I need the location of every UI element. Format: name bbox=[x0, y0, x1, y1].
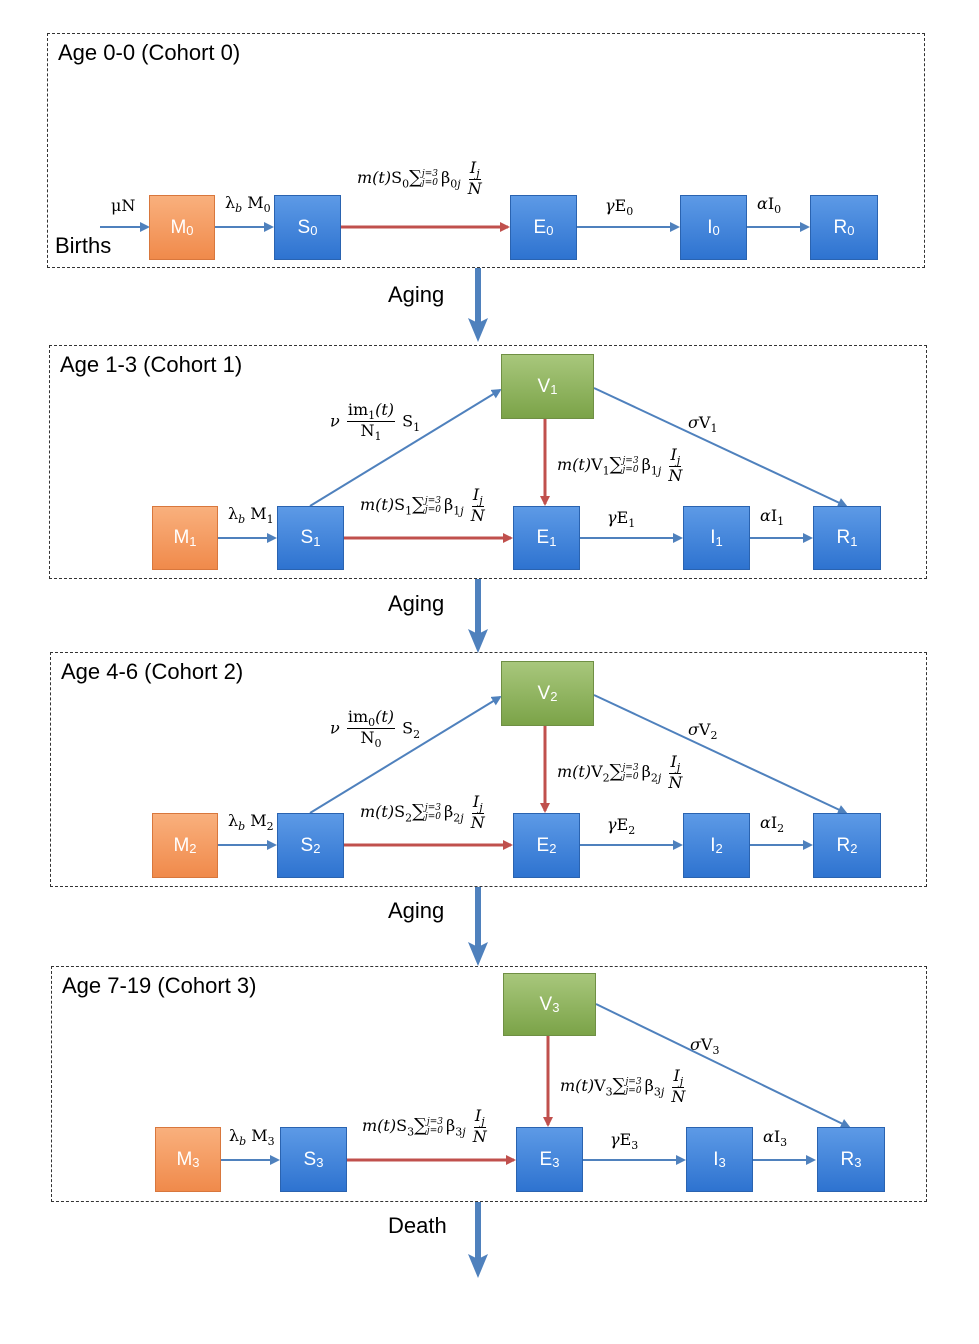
cohort-0-title: Age 0-0 (Cohort 0) bbox=[58, 40, 241, 65]
cohort-1-box: Age 1-3 (Cohort 1) bbox=[49, 345, 927, 579]
cohort-3-title: Age 7-19 (Cohort 3) bbox=[62, 973, 257, 998]
label-m2-s2: λb M2 bbox=[228, 811, 274, 834]
label-e0-i0: γE0 bbox=[605, 196, 634, 219]
label-m1-s1: λb M1 bbox=[228, 504, 274, 527]
arrow-v1-r1 bbox=[593, 387, 848, 508]
arrow-s2-v2 bbox=[309, 695, 502, 814]
label-s1-v1: ν im1(t)N1 S1 bbox=[330, 400, 421, 444]
cohort-2-title: Age 4-6 (Cohort 2) bbox=[61, 659, 244, 684]
aging-label-2: Aging bbox=[388, 591, 445, 616]
death-label: Death bbox=[388, 1213, 447, 1238]
label-v3-r3: σV3 bbox=[690, 1035, 720, 1058]
cohort-1-title: Age 1-3 (Cohort 1) bbox=[60, 352, 243, 377]
label-i3-r3: αI3 bbox=[763, 1127, 788, 1150]
label-s2-v2: ν im0(t)N0 S2 bbox=[330, 707, 421, 751]
label-e2-i2: γE2 bbox=[607, 815, 636, 838]
label-m3-s3: λb M3 bbox=[229, 1126, 275, 1149]
label-e3-i3: γE3 bbox=[610, 1130, 639, 1153]
aging-label-1: Aging bbox=[388, 282, 445, 307]
cohort-2-box: Age 4-6 (Cohort 2) bbox=[50, 652, 927, 887]
label-v2-r2: σV2 bbox=[688, 720, 718, 743]
label-i0-r0: αI0 bbox=[757, 194, 782, 217]
label-v1-r1: σV1 bbox=[688, 413, 718, 436]
label-i2-r2: αI2 bbox=[760, 813, 785, 836]
births-label: Births bbox=[55, 233, 112, 258]
label-i1-r1: αI1 bbox=[760, 506, 785, 529]
cohort-3-box: Age 7-19 (Cohort 3) bbox=[51, 966, 927, 1202]
arrow-v2-r2 bbox=[593, 694, 848, 815]
cohort-0-box: Age 0-0 (Cohort 0) bbox=[47, 33, 925, 268]
label-e1-i1: γE1 bbox=[607, 508, 636, 531]
aging-label-3: Aging bbox=[388, 898, 445, 923]
births-rate-label: μN bbox=[111, 196, 136, 215]
label-m0-s0: λb M0 bbox=[225, 193, 271, 216]
arrow-s1-v1 bbox=[309, 388, 502, 507]
arrow-v3-r3 bbox=[595, 1003, 851, 1128]
